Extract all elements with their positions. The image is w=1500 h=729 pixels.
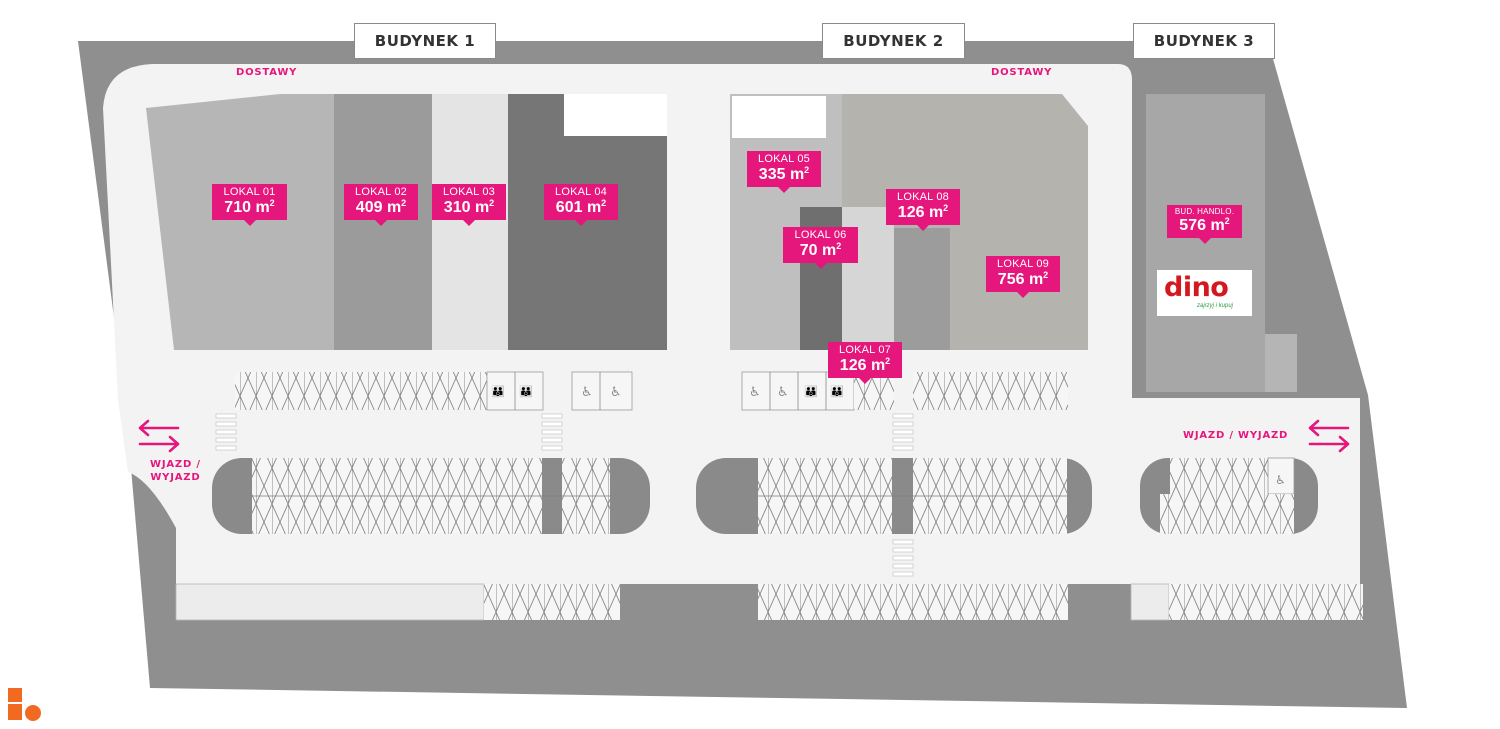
building-1-block bbox=[146, 94, 667, 350]
parking-row-top-6 bbox=[913, 372, 1068, 410]
building-2-block bbox=[730, 94, 1088, 350]
parking-row-bottom-1 bbox=[484, 584, 620, 620]
svg-text:♿: ♿ bbox=[610, 385, 622, 400]
lokal-08-footprint bbox=[894, 228, 950, 350]
unit-tag-lokal-06[interactable]: LOKAL 06 70 m2 bbox=[783, 227, 858, 269]
entry-exit-line-1: WJAZD / bbox=[150, 459, 201, 470]
unit-tag-lokal-05[interactable]: LOKAL 05 335 m2 bbox=[747, 151, 821, 193]
svg-text:♿: ♿ bbox=[749, 385, 761, 400]
unit-name: LOKAL 01 bbox=[223, 186, 276, 198]
parking-block-3a bbox=[1170, 458, 1268, 494]
unit-name: LOKAL 08 bbox=[897, 191, 949, 203]
wheelchair-icon: ♿ ♿ ♿ ♿ bbox=[581, 385, 789, 400]
unit-name: BUD. HANDLO. bbox=[1174, 207, 1235, 216]
building-1-label: BUDYNEK 1 bbox=[354, 23, 496, 59]
unit-tag-lokal-01[interactable]: LOKAL 01 710 m2 bbox=[212, 184, 287, 226]
dino-logo: dino zajrzyj i kupuj bbox=[1157, 270, 1252, 316]
unit-area: 126 m2 bbox=[839, 356, 891, 374]
parking-row-bottom-3 bbox=[1169, 584, 1363, 620]
unit-name: LOKAL 03 bbox=[443, 186, 495, 198]
service-room-b1 bbox=[564, 94, 667, 136]
wheelchair-icon: ♿ bbox=[1275, 473, 1286, 487]
bottom-strip-left bbox=[175, 583, 485, 621]
svg-text:♿: ♿ bbox=[581, 385, 593, 400]
lokal-01-footprint bbox=[146, 94, 334, 350]
brand-logo-icon: dino bbox=[1164, 272, 1229, 303]
unit-area: 601 m2 bbox=[555, 198, 607, 216]
unit-name: LOKAL 05 bbox=[758, 153, 810, 165]
double-arrow-left-right-icon bbox=[138, 419, 1350, 453]
svg-text:♿: ♿ bbox=[777, 385, 789, 400]
unit-tag-lokal-02[interactable]: LOKAL 02 409 m2 bbox=[344, 184, 418, 226]
parking-row-top-3 bbox=[571, 371, 633, 411]
unit-area: 335 m2 bbox=[758, 165, 810, 183]
unit-area: 126 m2 bbox=[897, 203, 949, 221]
unit-name: LOKAL 09 bbox=[997, 258, 1049, 270]
unit-tag-lokal-07[interactable]: LOKAL 07 126 m2 bbox=[828, 342, 902, 384]
road-right-strip bbox=[1360, 398, 1368, 584]
family-parking-icon: 👪 👪 👪 👪 bbox=[491, 385, 844, 398]
service-room-b2 bbox=[732, 96, 826, 138]
company-logo-icon bbox=[8, 688, 41, 721]
svg-text:👪: 👪 bbox=[491, 385, 505, 398]
entry-exit-label-right: WJAZD / WYJAZD bbox=[1183, 430, 1289, 441]
unit-area: 409 m2 bbox=[355, 198, 407, 216]
deliveries-label-left: DOSTAWY bbox=[236, 67, 298, 78]
building-2-label: BUDYNEK 2 bbox=[822, 23, 965, 59]
parking-row-top-1 bbox=[235, 372, 487, 410]
unit-tag-retail-building[interactable]: BUD. HANDLO. 576 m2 bbox=[1167, 205, 1242, 244]
unit-tag-lokal-08[interactable]: LOKAL 08 126 m2 bbox=[886, 189, 960, 231]
unit-area: 710 m2 bbox=[224, 198, 275, 216]
deliveries-label-right: DOSTAWY bbox=[991, 67, 1053, 78]
parking-row-bottom-2 bbox=[758, 584, 1068, 620]
passage bbox=[667, 94, 728, 350]
accessible-spaces bbox=[514, 372, 827, 410]
unit-tag-lokal-09[interactable]: LOKAL 09 756 m2 bbox=[986, 256, 1060, 298]
unit-name: LOKAL 04 bbox=[555, 186, 607, 198]
unit-tag-lokal-03[interactable]: LOKAL 03 310 m2 bbox=[432, 184, 506, 226]
svg-text:👪: 👪 bbox=[830, 385, 844, 398]
unit-name: LOKAL 06 bbox=[794, 229, 847, 241]
svg-text:👪: 👪 bbox=[804, 385, 818, 398]
entry-exit-line-2: WYJAZD bbox=[150, 472, 201, 483]
entry-exit-label-left: WJAZD / WYJAZD bbox=[150, 458, 201, 484]
unit-name: LOKAL 02 bbox=[355, 186, 407, 198]
svg-text:👪: 👪 bbox=[519, 385, 533, 398]
unit-tag-lokal-04[interactable]: LOKAL 04 601 m2 bbox=[544, 184, 618, 226]
unit-area: 576 m2 bbox=[1179, 216, 1230, 234]
building-3-annex bbox=[1265, 334, 1297, 392]
bottom-strip-right bbox=[1130, 583, 1170, 621]
unit-area: 70 m2 bbox=[799, 241, 842, 259]
pedestrian-crossings bbox=[215, 413, 914, 577]
brand-tagline: zajrzyj i kupuj bbox=[1197, 303, 1234, 309]
parking-block-3c bbox=[1160, 494, 1294, 534]
parking-block-3b bbox=[1267, 457, 1295, 495]
unit-area: 756 m2 bbox=[997, 270, 1049, 288]
unit-name: LOKAL 07 bbox=[839, 344, 891, 356]
building-3-label: BUDYNEK 3 bbox=[1133, 23, 1275, 59]
lokal-04-footprint bbox=[508, 94, 667, 350]
unit-area: 310 m2 bbox=[443, 198, 495, 216]
